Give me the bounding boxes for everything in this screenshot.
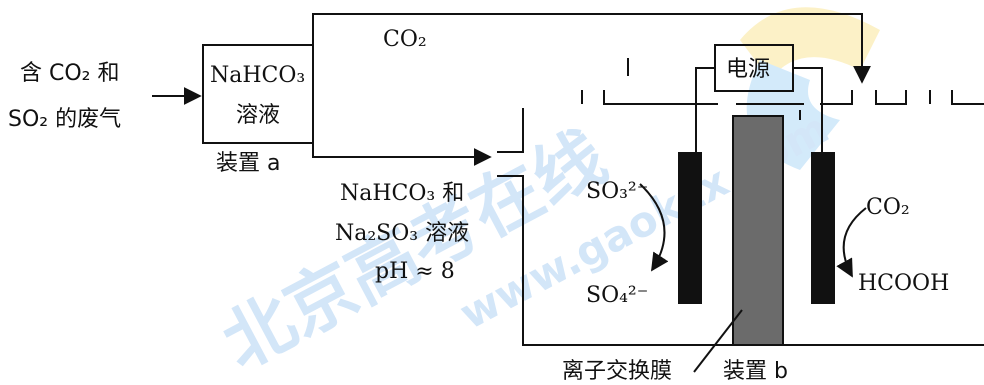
anode-reactant: SO₃²⁻ xyxy=(586,179,648,204)
cathode-product: HCOOH xyxy=(858,271,949,296)
power-supply-label: 电源 xyxy=(726,57,770,82)
solution-line3: pH ≈ 8 xyxy=(375,259,455,284)
membrane-label: 离子交换膜 xyxy=(562,359,672,384)
device-a-box xyxy=(202,44,314,144)
anode-reaction-arrow xyxy=(639,183,669,272)
waste-gas-label-line2: SO₂ 的废气 xyxy=(8,107,121,132)
watermark-logo-yellow xyxy=(740,7,880,80)
cathode-reactant: CO₂ xyxy=(866,195,910,220)
ion-exchange-membrane xyxy=(732,115,784,346)
solution-line2: Na₂SO₃ 溶液 xyxy=(335,221,469,246)
cathode-electrode xyxy=(811,152,835,304)
anode-electrode xyxy=(678,152,702,304)
membrane-pointer-line xyxy=(693,309,743,373)
device-b-lid xyxy=(522,58,984,120)
device-a-box-line1: NaHCO₃ xyxy=(210,63,305,88)
co2-pipe-label: CO₂ xyxy=(383,27,427,52)
power-wire-right xyxy=(793,67,823,152)
power-wire-left xyxy=(695,67,715,152)
co2-pipe xyxy=(312,13,871,84)
device-b-tank xyxy=(497,118,524,153)
device-b-caption: 装置 b xyxy=(723,359,788,384)
device-a-caption: 装置 a xyxy=(216,151,280,176)
waste-gas-label-line1: 含 CO₂ 和 xyxy=(20,61,119,86)
anode-product: SO₄²⁻ xyxy=(586,283,648,308)
solution-line1: NaHCO₃ 和 xyxy=(340,181,464,206)
solution-pipe xyxy=(312,143,492,166)
device-a-box-line2: 溶液 xyxy=(236,103,280,128)
cathode-reaction-arrow xyxy=(836,207,867,278)
